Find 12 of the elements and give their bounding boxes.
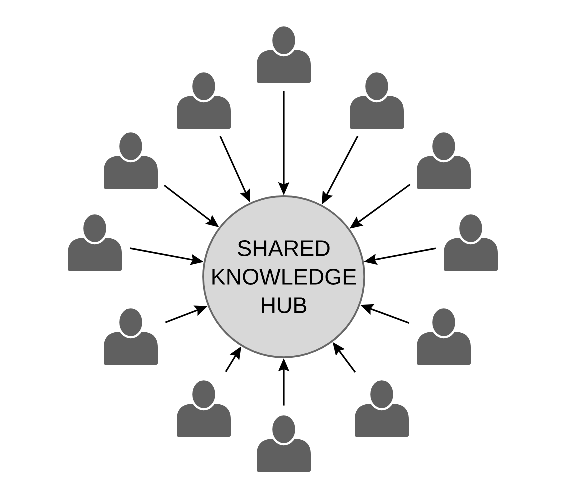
person-icon xyxy=(68,212,122,271)
person-icon xyxy=(444,212,498,271)
person-icon xyxy=(355,378,409,437)
person-icon xyxy=(177,70,231,129)
person-icon xyxy=(417,306,471,365)
person-icon xyxy=(350,70,404,129)
person-icon xyxy=(104,306,158,365)
person-icon xyxy=(257,413,311,472)
person-icon xyxy=(177,378,231,437)
person-icon xyxy=(104,130,158,189)
person-icon xyxy=(257,24,311,83)
person-icon xyxy=(417,130,471,189)
